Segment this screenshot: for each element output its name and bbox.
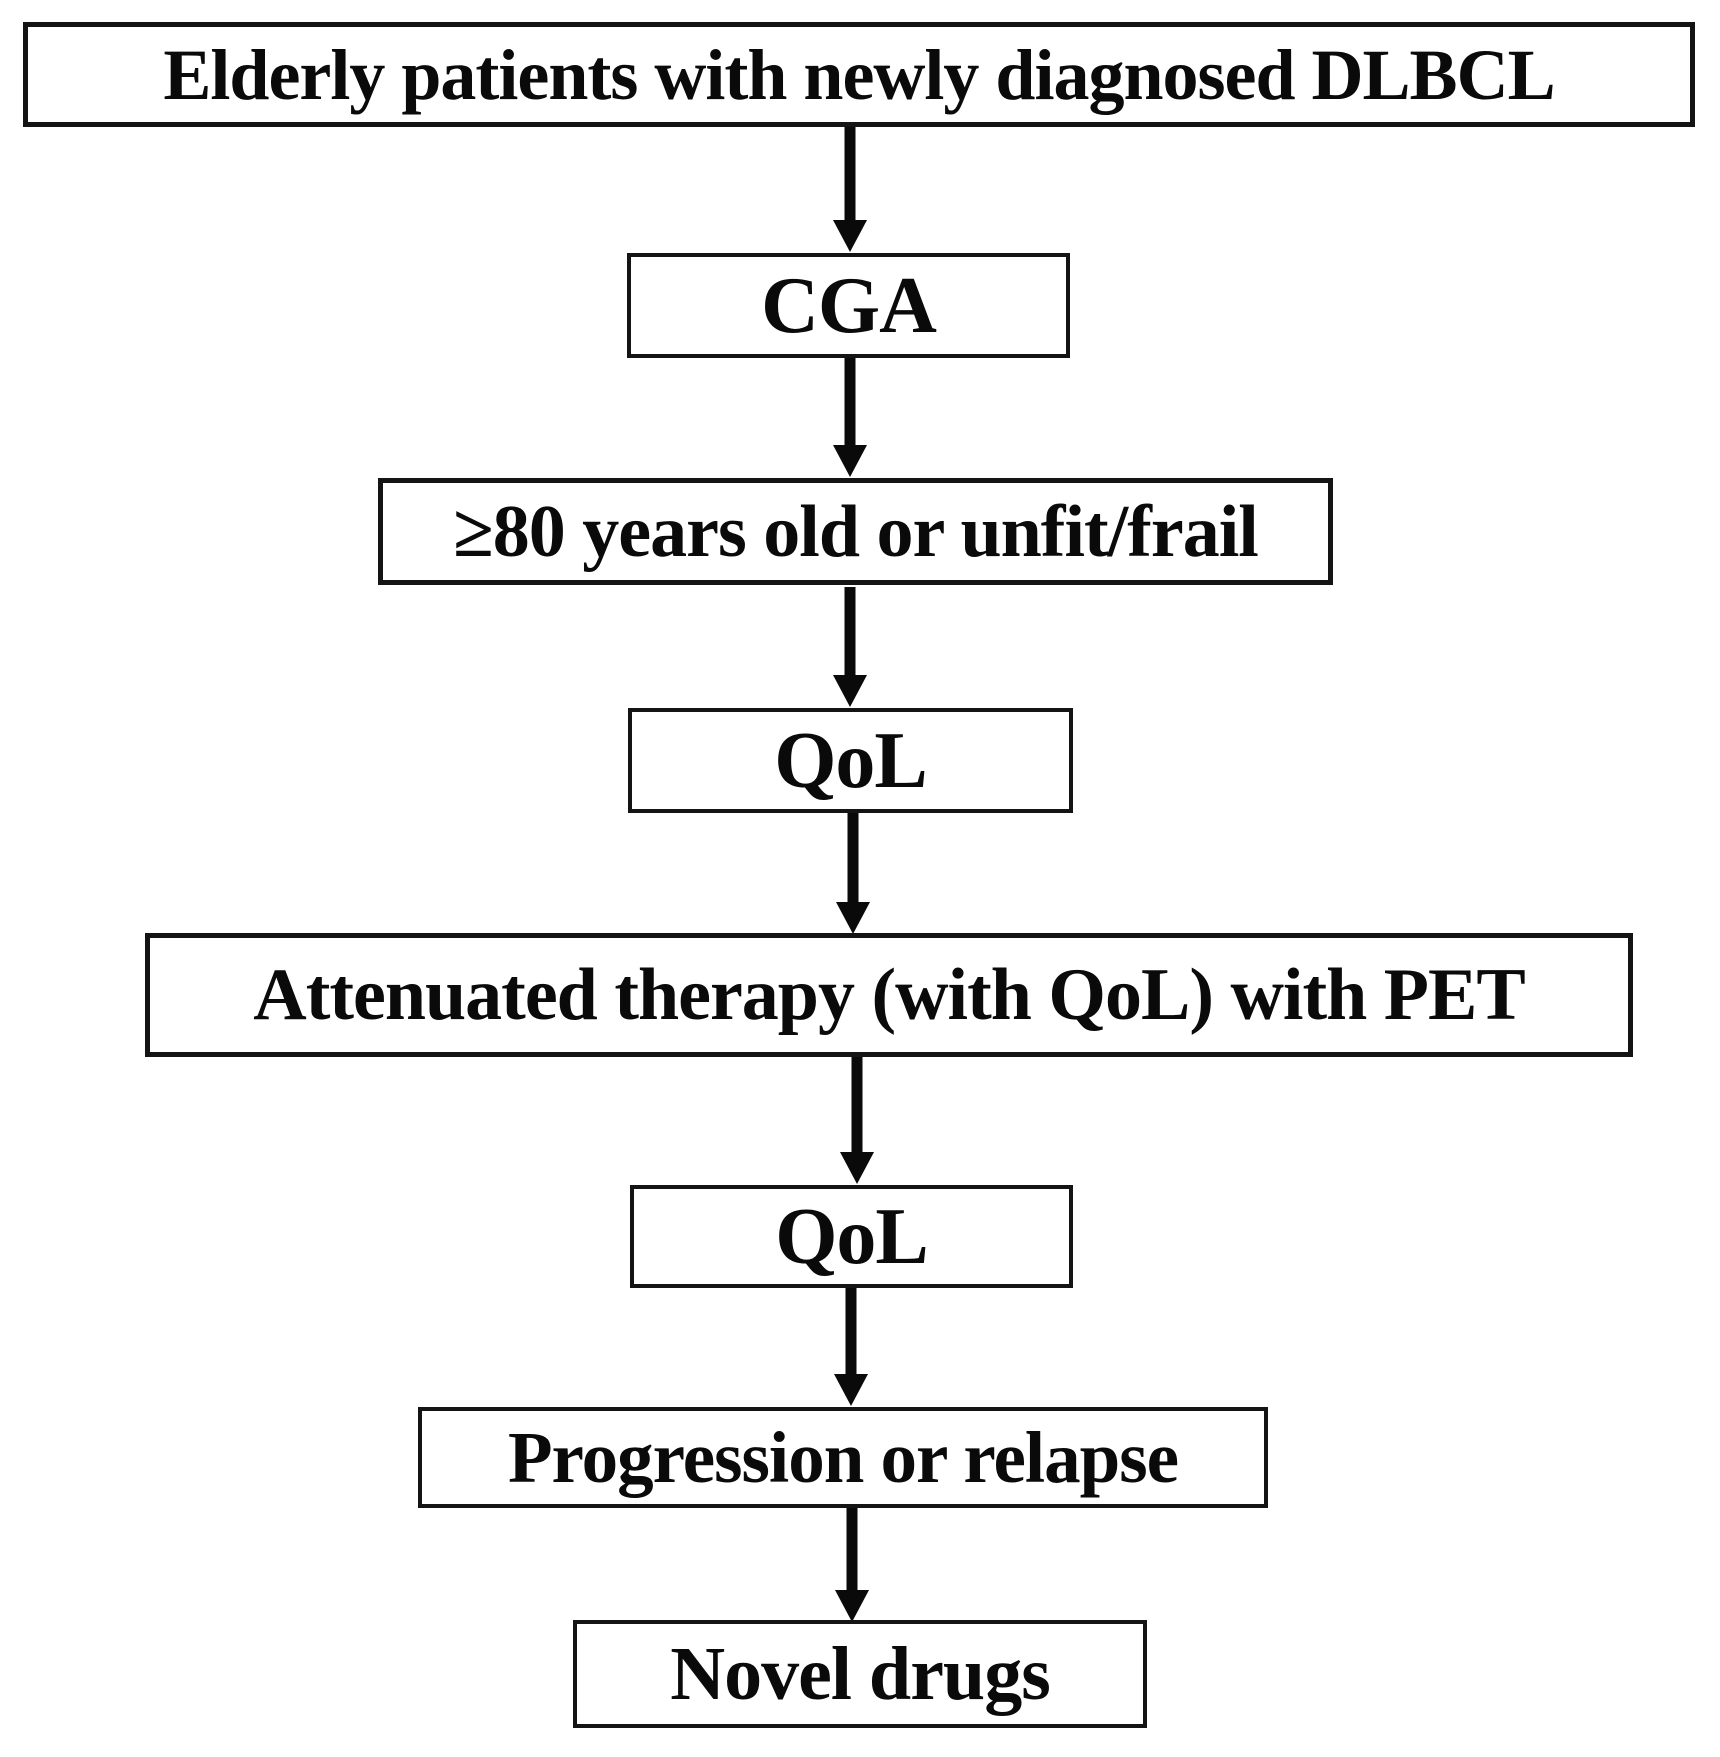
- arrow-down-icon: [833, 445, 867, 477]
- flow-arrow-cga-to-age: [830, 358, 870, 477]
- arrow-shaft: [844, 127, 856, 224]
- flow-node-qol-2-label: QoL: [775, 1192, 929, 1281]
- flow-arrow-qol1-to-therapy: [833, 813, 873, 934]
- flow-arrow-therapy-to-qol2: [837, 1057, 877, 1184]
- arrow-shaft: [844, 358, 856, 449]
- arrow-shaft: [845, 1288, 857, 1378]
- arrow-shaft: [851, 1057, 863, 1156]
- arrow-shaft: [847, 813, 859, 906]
- flow-node-novel-drugs: Novel drugs: [573, 1620, 1147, 1728]
- arrow-down-icon: [833, 675, 867, 707]
- flow-node-age-or-frail-label: ≥80 years old or unfit/frail: [453, 490, 1259, 573]
- flow-arrow-progression-to-novel: [832, 1508, 872, 1622]
- flow-arrow-age-to-qol1: [830, 587, 870, 707]
- flow-node-cga: CGA: [627, 253, 1070, 358]
- arrow-down-icon: [836, 902, 870, 934]
- flow-arrow-start-to-cga: [830, 127, 870, 252]
- flow-node-attenuated-therapy: Attenuated therapy (with QoL) with PET: [145, 933, 1633, 1057]
- arrow-down-icon: [840, 1152, 874, 1184]
- arrow-shaft: [844, 587, 856, 679]
- flow-node-qol-1-label: QoL: [774, 716, 928, 805]
- arrow-down-icon: [833, 220, 867, 252]
- flow-arrow-qol2-to-progression: [831, 1288, 871, 1406]
- arrow-down-icon: [835, 1590, 869, 1622]
- arrow-down-icon: [834, 1374, 868, 1406]
- flow-node-qol-1: QoL: [628, 708, 1073, 813]
- flow-node-progression: Progression or relapse: [418, 1407, 1268, 1508]
- arrow-shaft: [846, 1508, 858, 1594]
- flow-node-novel-drugs-label: Novel drugs: [670, 1632, 1051, 1716]
- flow-node-cga-label: CGA: [761, 261, 937, 350]
- flow-node-progression-label: Progression or relapse: [507, 1417, 1179, 1498]
- flow-node-age-or-frail: ≥80 years old or unfit/frail: [378, 478, 1333, 585]
- flow-node-attenuated-therapy-label: Attenuated therapy (with QoL) with PET: [253, 954, 1525, 1036]
- flow-node-start: Elderly patients with newly diagnosed DL…: [23, 22, 1695, 127]
- flow-node-start-label: Elderly patients with newly diagnosed DL…: [163, 34, 1555, 115]
- flow-node-qol-2: QoL: [630, 1185, 1073, 1288]
